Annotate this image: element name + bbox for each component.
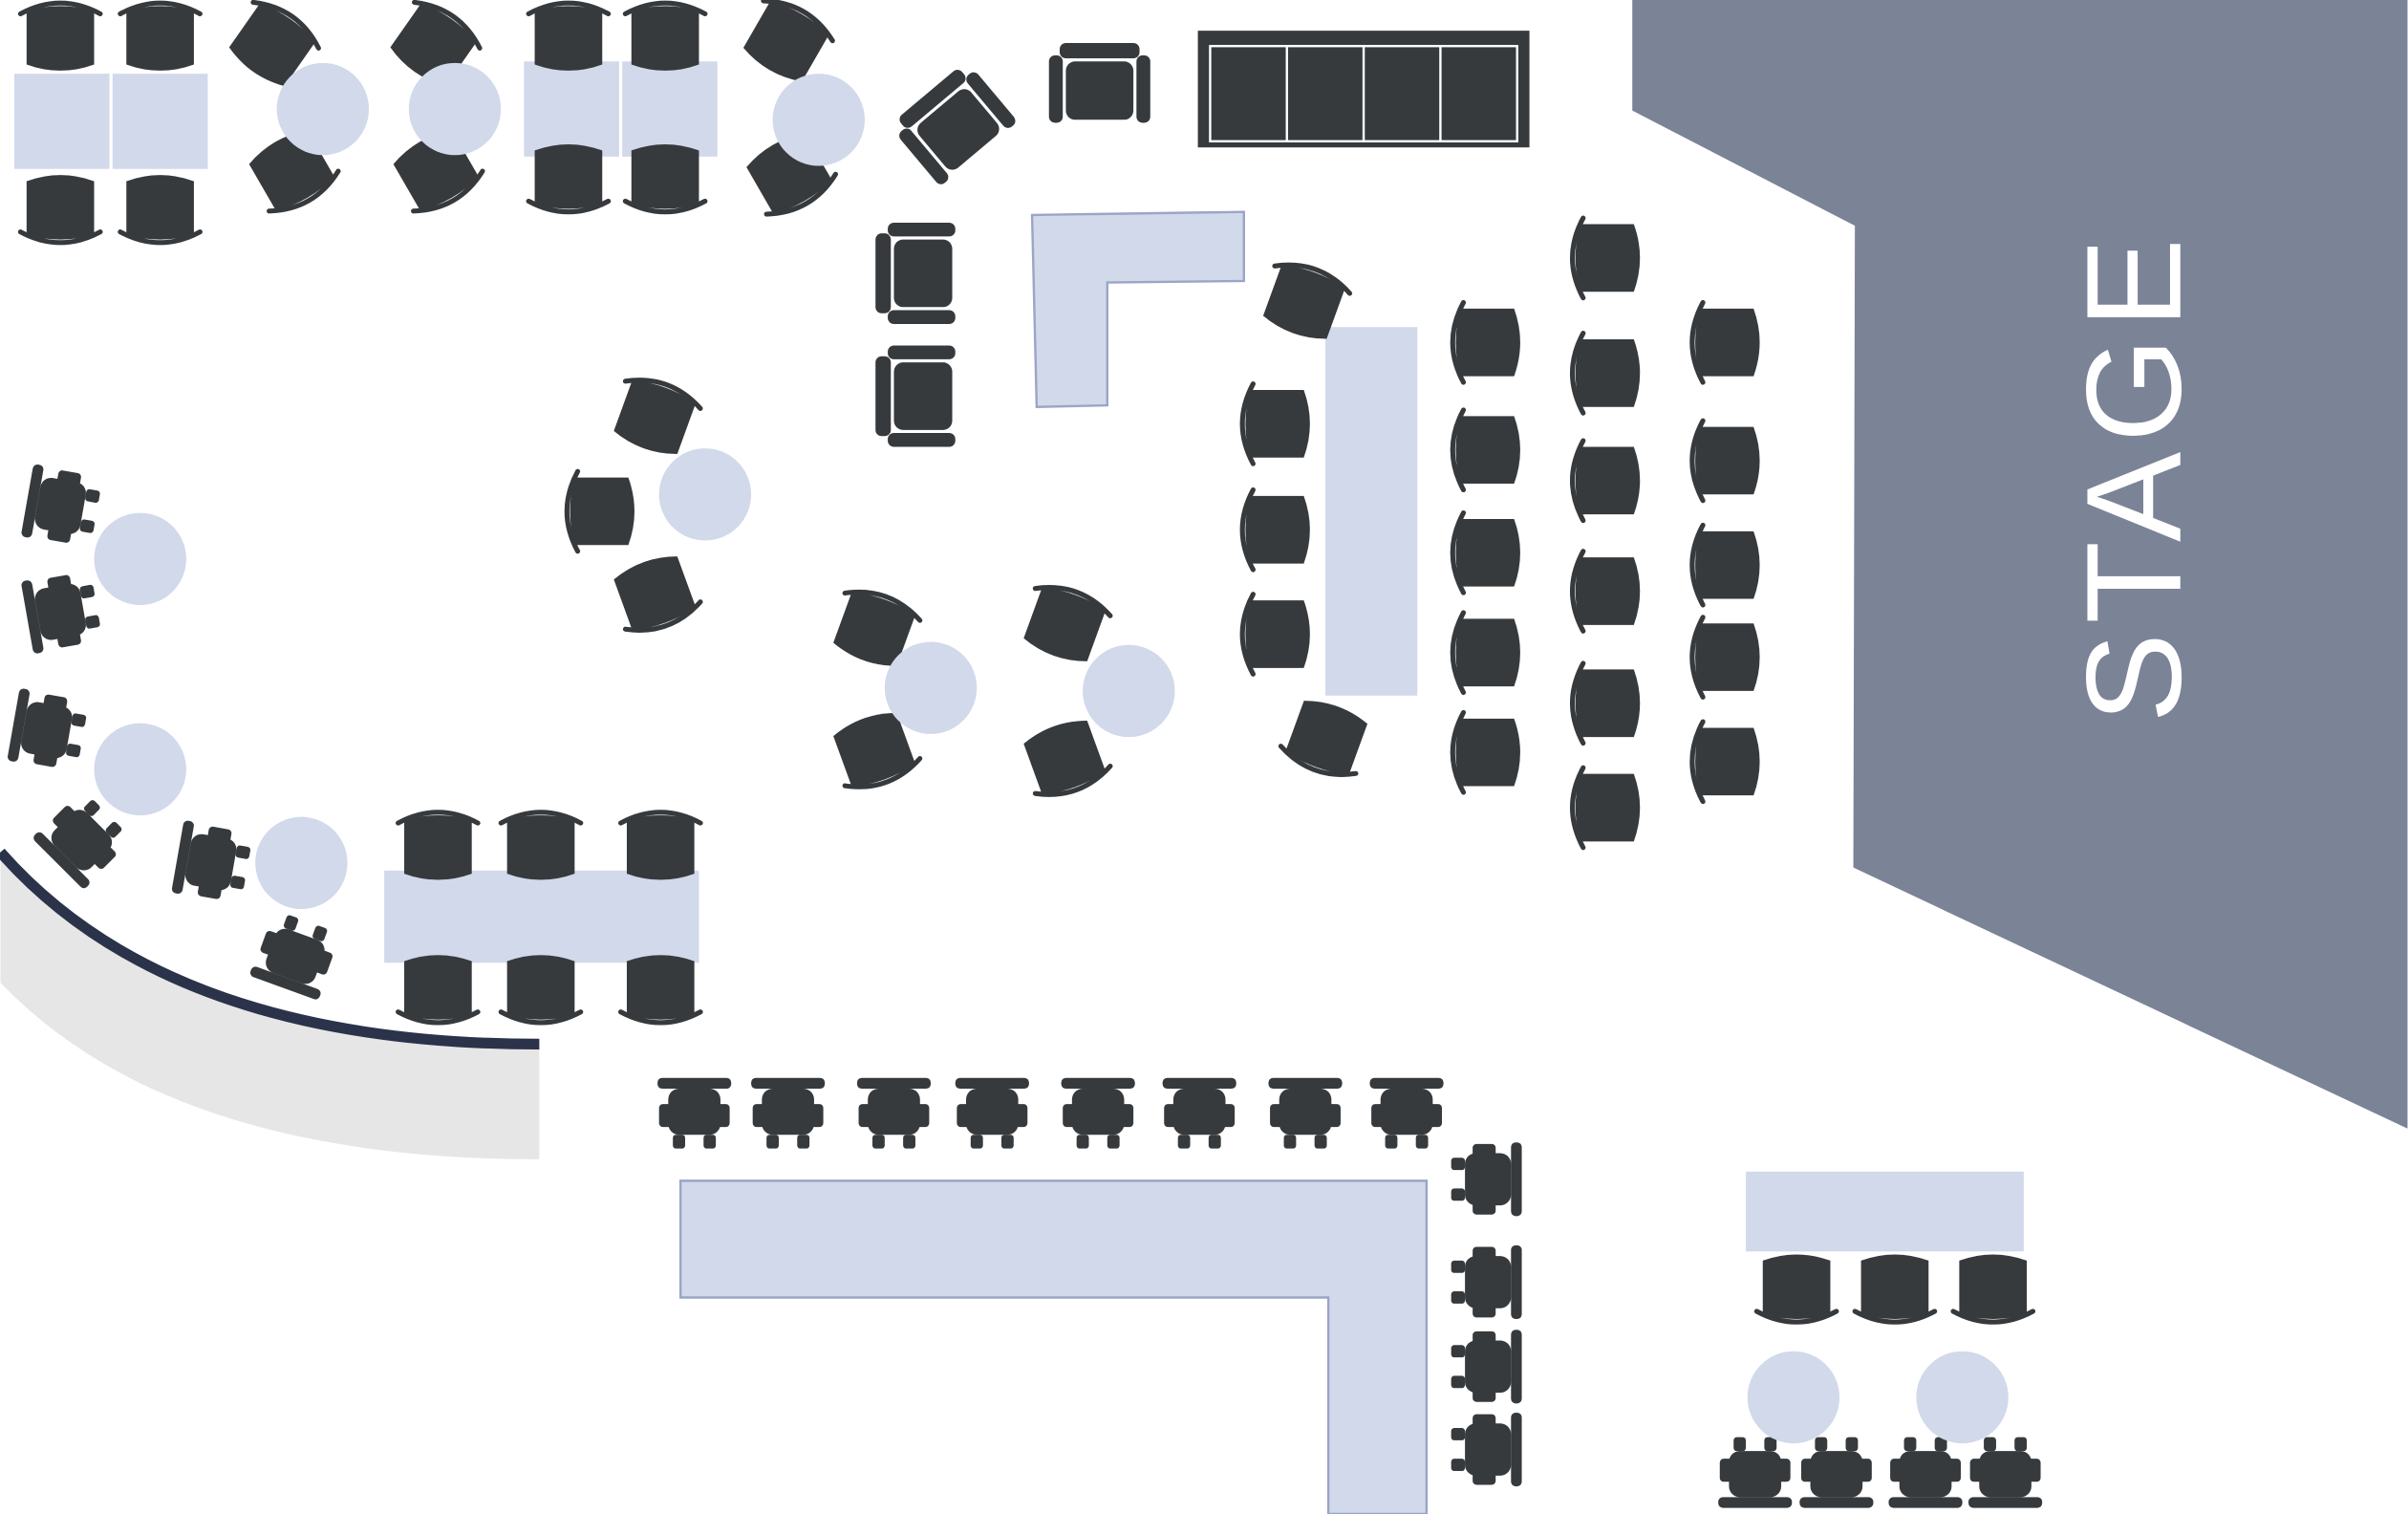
chair-icon[interactable] <box>1855 1255 1935 1323</box>
chair-icon[interactable] <box>501 812 581 880</box>
chair-icon[interactable] <box>1573 218 1641 298</box>
round-table-icon[interactable] <box>658 448 752 541</box>
chair-icon[interactable] <box>1452 302 1520 382</box>
table-bottom-right[interactable] <box>1746 1171 2024 1252</box>
round-table-icon[interactable] <box>94 723 186 816</box>
table-l-shape-bar[interactable] <box>678 1179 1429 1514</box>
chair-icon[interactable] <box>1242 595 1310 675</box>
chair-icon[interactable] <box>1692 421 1760 501</box>
table-long-lower-left[interactable] <box>384 870 699 963</box>
round-tables <box>94 62 2009 1444</box>
chair-icon[interactable] <box>1573 552 1641 632</box>
round-table-icon[interactable] <box>255 816 348 910</box>
table-l-shape-upper[interactable] <box>1030 210 1245 408</box>
chair-icon[interactable] <box>20 175 100 243</box>
chair-icon[interactable] <box>120 3 201 71</box>
chair-icon[interactable] <box>621 955 701 1023</box>
chair-icon[interactable] <box>1953 1255 2033 1323</box>
sideboard[interactable] <box>1197 31 1530 148</box>
stage-label: STAGE <box>2058 229 2209 724</box>
chair-icon[interactable] <box>1692 525 1760 605</box>
round-table-icon[interactable] <box>772 74 865 166</box>
chair-icon[interactable] <box>1573 768 1641 848</box>
chair-icon[interactable] <box>1452 410 1520 490</box>
round-table-icon[interactable] <box>1083 644 1175 738</box>
bar-counter-wall <box>0 848 540 1159</box>
chair-icon[interactable] <box>1692 722 1760 802</box>
chair-icon[interactable] <box>120 175 201 243</box>
chair-icon[interactable] <box>1573 441 1641 521</box>
table-top-left-b[interactable] <box>112 74 208 169</box>
chair-icon[interactable] <box>1452 712 1520 792</box>
round-table-icon[interactable] <box>1747 1351 1840 1444</box>
table-top-left-a[interactable] <box>13 74 110 169</box>
chair-icon[interactable] <box>567 471 634 552</box>
round-table-icon[interactable] <box>1916 1351 2009 1444</box>
chair-icon[interactable] <box>1692 617 1760 698</box>
round-table-icon[interactable] <box>408 62 502 156</box>
chair-icon[interactable] <box>1756 1255 1837 1323</box>
chair-icon[interactable] <box>1573 663 1641 744</box>
chair-icon[interactable] <box>398 812 479 880</box>
chair-icon[interactable] <box>621 812 701 880</box>
chair-icon[interactable] <box>625 3 705 71</box>
chair-icon[interactable] <box>1692 302 1760 382</box>
chair-icon[interactable] <box>1242 384 1310 465</box>
stage-area[interactable]: STAGE <box>1632 0 2408 1129</box>
round-table-icon[interactable] <box>276 62 370 156</box>
round-table-icon[interactable] <box>94 512 186 605</box>
chair-icon[interactable] <box>1452 613 1520 693</box>
chair-icon[interactable] <box>20 3 100 71</box>
chair-icon[interactable] <box>625 144 705 212</box>
table-top-mid-b[interactable] <box>622 61 718 157</box>
chair-icon[interactable] <box>528 3 609 71</box>
round-table-icon[interactable] <box>884 641 978 734</box>
chair-icon[interactable] <box>528 144 609 212</box>
chair-icon[interactable] <box>1452 513 1520 594</box>
chair-icon[interactable] <box>501 955 581 1023</box>
table-long-center[interactable] <box>1324 327 1418 696</box>
chair-icon[interactable] <box>398 955 479 1023</box>
chair-icon[interactable] <box>1573 334 1641 414</box>
tables <box>13 61 2024 1514</box>
table-top-mid-a[interactable] <box>524 61 619 157</box>
chair-icon[interactable] <box>1242 489 1310 570</box>
